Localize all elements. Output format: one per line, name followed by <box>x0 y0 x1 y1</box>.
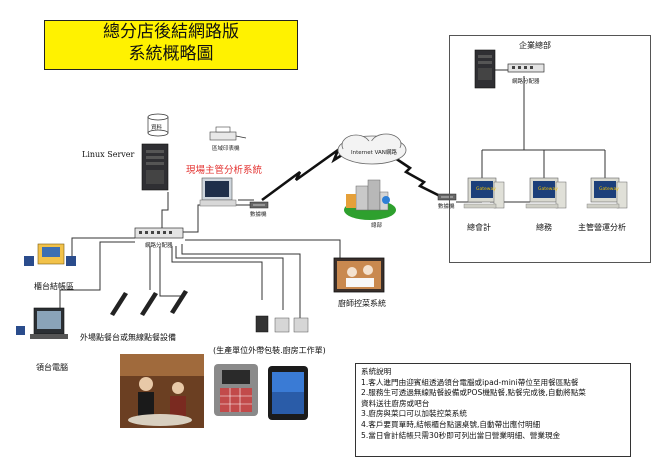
handheld-photo <box>214 364 258 416</box>
server-label: Linux Server <box>82 150 135 159</box>
notes-item-4: 3.廚房與菜口可以加裝控菜系統 <box>361 409 467 419</box>
pc-brand-label-1: Gateway <box>476 187 496 192</box>
notes-item-6: 5.當日會計結帳只需30秒即可列出當日營業明細、營業現金 <box>361 430 561 440</box>
host-terminal-icon <box>16 307 68 339</box>
database-label: 資料 <box>151 125 163 131</box>
notes-item-1: 1.客人進門由迎賓組透過領台電腦或ipad-mini帶位至用餐區點餐 <box>361 377 579 387</box>
database-icon <box>147 113 169 137</box>
hq-pc-accounting-icon <box>463 177 505 209</box>
analysis-pc-icon <box>199 177 237 207</box>
diagram-title-line2: 系統概略圖 <box>128 44 214 64</box>
internet-label: Internet VAN網路 <box>351 150 397 156</box>
notes-item-2: 2.服務生可透過無線點餐設備或POS機點餐,點餐完成後,自動將點菜 <box>361 388 586 398</box>
printer-icon <box>209 126 247 141</box>
diagram-title-box: 總分店後結網路版 系統概略圖 <box>44 20 298 70</box>
hq-server-icon <box>474 49 496 89</box>
modem-right-label: 數據機 <box>438 204 455 210</box>
hq-pc-general-affairs-icon <box>525 177 567 209</box>
printer-label: 區域印表機 <box>212 146 240 152</box>
modem-left-label: 數據機 <box>250 212 267 218</box>
headquarters-label: 企業總部 <box>519 41 551 50</box>
internet-cloud-icon <box>337 133 407 165</box>
wireless-handheld-icon <box>110 290 188 316</box>
hq-switch-icon <box>507 63 545 73</box>
modem-left-icon <box>249 201 269 209</box>
counter-area-label: 櫃台結帳區 <box>34 282 74 291</box>
network-switch-icon <box>134 227 184 239</box>
restaurant-photo <box>120 354 204 428</box>
branch-label: 總部 <box>371 223 383 229</box>
ipad-photo <box>268 366 308 420</box>
hq-pc-management-icon <box>586 177 628 209</box>
hq-pc-label-management: 主管營運分析 <box>578 223 626 232</box>
hq-switch-label: 網路分配器 <box>512 79 540 85</box>
notes-item-5: 4.客戶要買單時,結帳櫃台點選桌號,自動帶出應付明細 <box>361 419 541 429</box>
kitchen-printer-icon <box>255 315 309 333</box>
host-terminal-label: 領台電腦 <box>36 363 68 372</box>
headquarters-group <box>449 35 651 263</box>
hq-pc-label-general-affairs: 總務 <box>536 223 552 232</box>
pc-brand-label-3: Gateway <box>599 187 619 192</box>
notes-title: 系統說明 <box>361 367 392 376</box>
branch-building-icon <box>344 179 396 220</box>
diagram-title-line1: 總分店後結網路版 <box>103 22 239 42</box>
system-notes-box: 系統說明 1.客人進門由迎賓組透過領台電腦或ipad-mini帶位至用餐區點餐 … <box>355 363 631 457</box>
switch-label: 網路分配器 <box>145 243 173 249</box>
pos-label: 外場點餐台或無線點餐設備 <box>80 333 176 342</box>
wan-link-right <box>394 156 441 198</box>
analysis-system-label: 現場主管分析系統 <box>186 165 263 176</box>
server-tower-icon <box>141 143 169 191</box>
pc-brand-label-2: Gateway <box>538 187 558 192</box>
notes-item-3: 資料送往廚房或吧台 <box>361 398 430 408</box>
cashier-pos-icon <box>24 243 76 266</box>
kitchen-display-label: 廚師控菜系統 <box>338 299 386 308</box>
production-note: (生產單位外帶包裝.廚房工作單) <box>213 346 326 355</box>
kitchen-display-icon <box>333 257 385 293</box>
modem-right-icon <box>437 193 457 201</box>
hq-pc-label-accounting: 總會計 <box>467 223 491 232</box>
wan-link-left <box>261 146 351 202</box>
